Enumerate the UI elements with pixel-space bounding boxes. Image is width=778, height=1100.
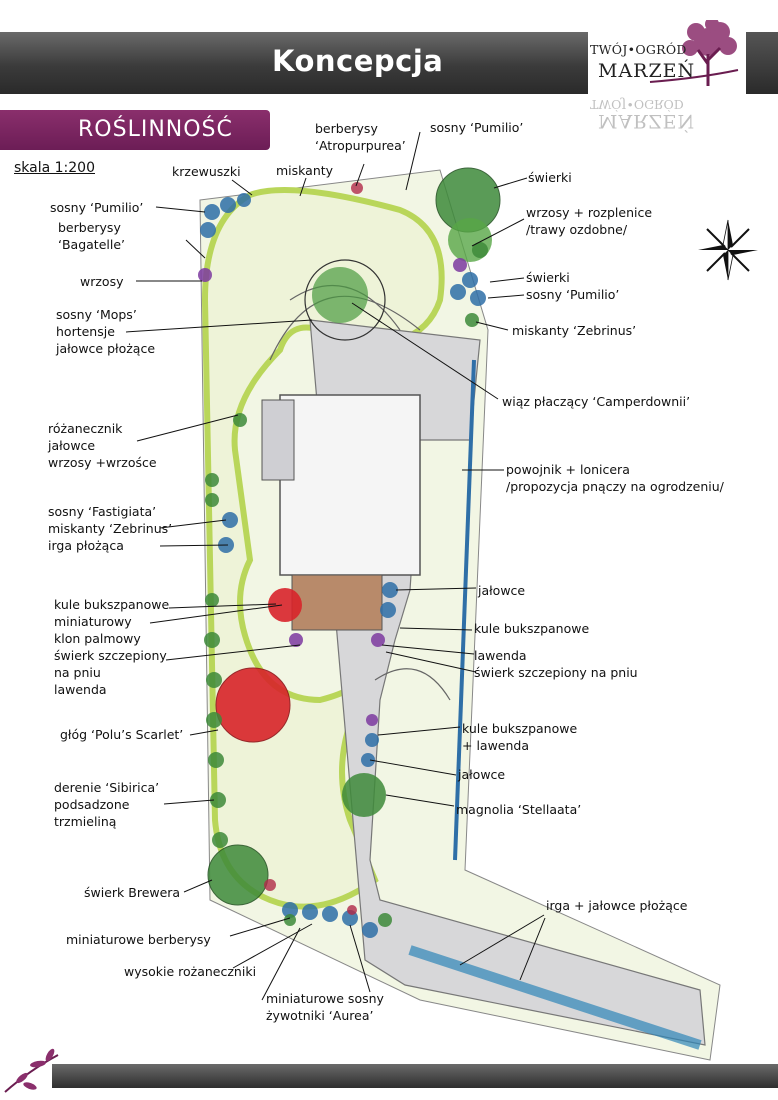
house — [279, 394, 421, 576]
label-kule-lawenda: kule bukszpanowe+ lawenda — [462, 721, 578, 753]
label-miskanty-zebrinus-right: miskanty ‘Zebrinus’ — [512, 323, 637, 338]
label-sosny-pumilio-top: sosny ‘Pumilio’ — [430, 120, 524, 135]
label-swierki-top: świerki — [528, 170, 572, 185]
label-irga-jalowce: irga + jałowce płożące — [546, 898, 688, 913]
header-bar — [0, 32, 588, 94]
label-miskanty: miskanty — [276, 163, 334, 178]
tree-hawthorn — [215, 667, 291, 743]
tree-brewer-spruce — [207, 844, 269, 906]
header-right-block — [746, 32, 778, 94]
tree-icon — [649, 20, 739, 86]
section-title: ROŚLINNOŚĆ — [78, 117, 233, 142]
label-powojnik: powojnik + lonicera/propozycja pnączy na… — [506, 462, 724, 494]
label-jalowce-2: jałowce — [458, 767, 506, 782]
logo-line1: TWÓJ•OGRÓD — [590, 42, 687, 57]
label-wrzosy: wrzosy — [80, 274, 124, 289]
label-mini-berberysy: miniaturowe berberysy — [66, 932, 211, 947]
label-kule-right: kule bukszpanowe — [474, 621, 590, 636]
label-wysokie-rozaneczniki: wysokie rożaneczniki — [124, 964, 257, 979]
label-magnolia: magnolia ‘Stellaata’ — [456, 802, 582, 817]
label-berberysy-atro: berberysy‘Atropurpurea’ — [315, 121, 406, 153]
vine-icon — [4, 1048, 59, 1093]
label-jalowce-1: jałowce — [478, 583, 526, 598]
label-krzewuszki: krzewuszki — [172, 164, 241, 179]
fence-bottom — [408, 945, 702, 1050]
house-entrance — [261, 399, 295, 481]
footer-bar — [52, 1064, 778, 1088]
tree-magnolia — [342, 773, 386, 817]
tree-elm — [304, 259, 386, 341]
label-sosny-pumilio-left: sosny ‘Pumilio’ — [50, 200, 144, 215]
scale-label: skala 1:200 — [14, 160, 95, 176]
label-swierk-brewera: świerk Brewera — [84, 885, 181, 900]
fence — [453, 359, 476, 861]
logo-line2: MARZEŃ — [598, 60, 696, 82]
compass-icon — [698, 219, 758, 281]
tree-maple — [268, 588, 302, 622]
label-fastigiata: sosny ‘Fastigiata’miskanty ‘Zebrinus’irg… — [48, 504, 173, 553]
label-berberysy-bagatelle: berberysy‘Bagatelle’ — [58, 220, 126, 252]
label-wrzosy-rozplenice: wrzosy + rozplenice/trawy ozdobne/ — [526, 205, 653, 237]
logo: TWÓJ•OGRÓD MARZEŃ MARZEŃ TWÓJ•OGRÓD — [590, 20, 740, 140]
label-wiaz: wiąz płaczący ‘Camperdownii’ — [502, 394, 691, 409]
section-badge — [0, 110, 270, 150]
label-glog: głóg ‘Polu’s Scarlet’ — [60, 727, 184, 742]
terrace — [291, 574, 383, 631]
page-title: Koncepcja — [272, 44, 444, 78]
